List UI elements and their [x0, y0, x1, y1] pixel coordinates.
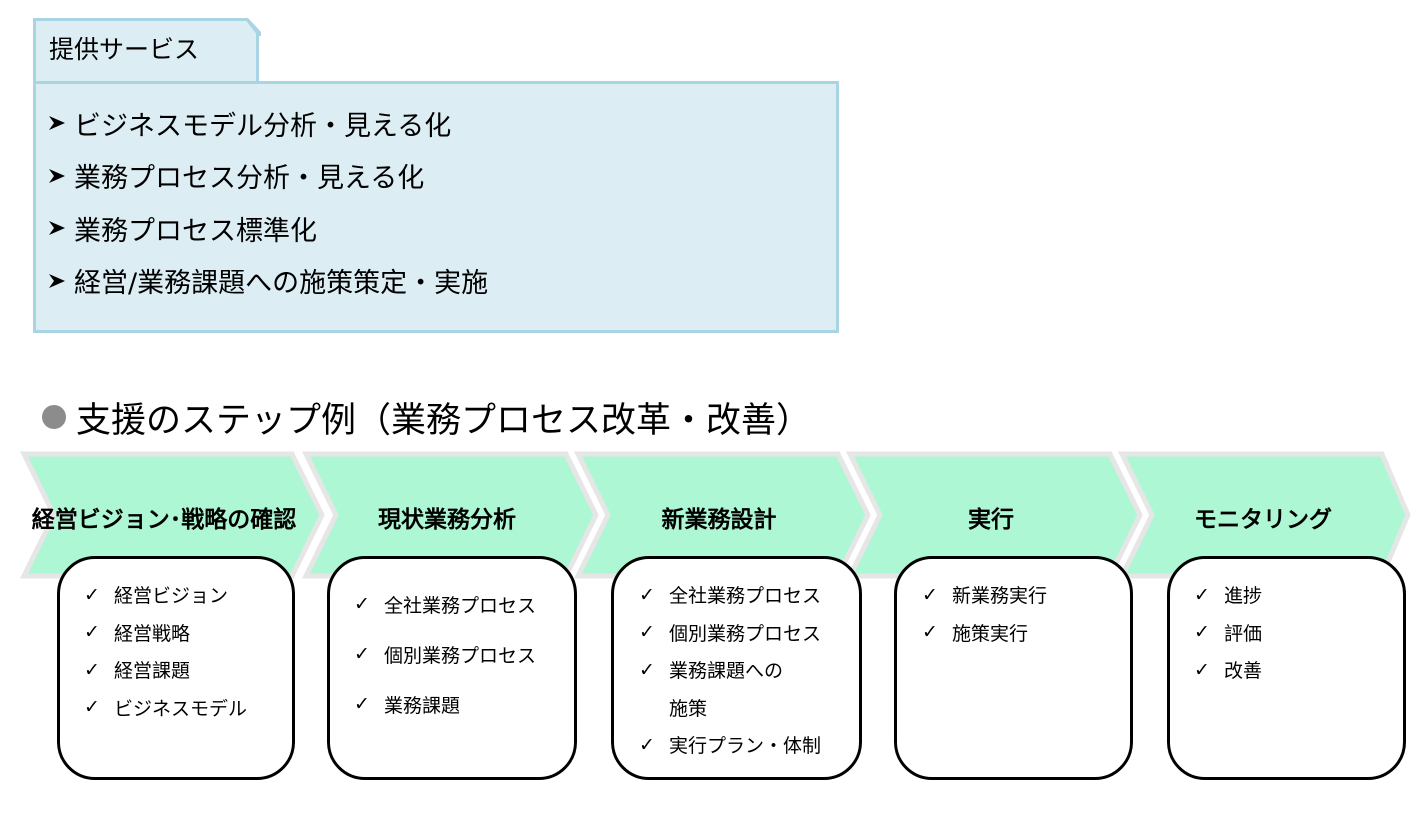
services-list: ビジネスモデル分析・見える化 業務プロセス分析・見える化 業務プロセス標準化 経… — [48, 97, 488, 307]
services-tab — [33, 18, 259, 82]
check-mark-icon: ✓ — [354, 593, 370, 615]
list-item: ✓個別業務プロセス — [639, 621, 822, 645]
steps-heading: 支援のステップ例（業務プロセス改革・改善） — [42, 392, 811, 442]
list-item: ✓実行プラン・体制 — [639, 733, 822, 758]
list-item: ✓全社業務プロセス — [354, 593, 537, 617]
list-item: ✓全社業務プロセス — [639, 583, 822, 608]
check-mark-icon: ✓ — [354, 643, 370, 665]
check-mark-icon: ✓ — [354, 693, 370, 715]
service-item-label: ビジネスモデル分析・見える化 — [74, 110, 452, 142]
step-detail-box — [327, 556, 577, 780]
tab-corner-fold — [244, 18, 261, 36]
right-arrowhead-icon — [49, 221, 65, 236]
list-item: ✓改善 — [1194, 658, 1263, 683]
process-chevrons — [19, 451, 1411, 579]
check-mark-icon: ✓ — [84, 621, 100, 644]
step-detail-box — [57, 556, 295, 780]
service-item-label: 業務プロセス分析・見える化 — [74, 163, 425, 195]
step-title: 現状業務分析 — [378, 507, 516, 533]
list-item: ✓経営ビジョン — [84, 583, 229, 608]
check-mark-icon: ✓ — [922, 621, 938, 644]
list-item: ✓経営課題 — [84, 658, 191, 683]
check-mark-icon: ✓ — [639, 733, 655, 756]
chevron-step-1 — [19, 451, 325, 579]
list-item-continuation: 施策 — [669, 697, 708, 720]
check-mark-icon: ✓ — [639, 583, 655, 606]
list-item: ✓ビジネスモデル — [84, 696, 248, 720]
service-item: ビジネスモデル分析・見える化 — [48, 97, 488, 150]
step-title: 新業務設計 — [661, 507, 777, 533]
right-arrowhead-icon — [49, 168, 65, 183]
step-title: 実行 — [968, 507, 1014, 533]
service-item: 経営/業務課題への施策策定・実施 — [48, 255, 488, 308]
step-detail-list: ✓全社業務プロセス ✓個別業務プロセス ✓業務課題への 施策 ✓実行プラン・体制 — [639, 576, 821, 764]
step-detail-list: ✓新業務実行 ✓施策実行 — [922, 576, 1047, 651]
step-title: 経営ビジョン･戦略の確認 — [31, 507, 297, 533]
check-mark-icon: ✓ — [1194, 658, 1210, 681]
services-tab-label: 提供サービス — [49, 35, 200, 64]
list-item: ✓施策実行 — [922, 621, 1029, 645]
service-item: 業務プロセス標準化 — [48, 202, 488, 255]
list-item: ✓新業務実行 — [922, 583, 1048, 608]
list-item: ✓個別業務プロセス — [354, 643, 537, 667]
step-detail-box — [894, 556, 1133, 780]
services-panel — [33, 81, 839, 333]
list-item: ✓経営戦略 — [84, 621, 191, 645]
list-item: ✓業務課題への — [639, 658, 784, 683]
filled-circle-icon — [42, 405, 66, 429]
list-item: ✓進捗 — [1194, 583, 1263, 608]
list-item: ✓業務課題 — [354, 693, 461, 717]
list-item: ✓評価 — [1194, 621, 1263, 645]
service-item: 業務プロセス分析・見える化 — [48, 150, 488, 203]
step-detail-list: ✓全社業務プロセス ✓個別業務プロセス ✓業務課題 — [354, 579, 536, 729]
right-arrowhead-icon — [49, 116, 65, 131]
check-mark-icon: ✓ — [639, 658, 655, 681]
check-mark-icon: ✓ — [84, 696, 100, 719]
check-mark-icon: ✓ — [84, 658, 100, 681]
check-mark-icon: ✓ — [1194, 621, 1210, 644]
step-detail-list: ✓経営ビジョン ✓経営戦略 ✓経営課題 ✓ビジネスモデル — [84, 576, 247, 726]
steps-heading-text: 支援のステップ例（業務プロセス改革・改善） — [76, 400, 812, 441]
check-mark-icon: ✓ — [922, 583, 938, 606]
step-detail-box — [1167, 556, 1406, 780]
check-mark-icon: ✓ — [639, 621, 655, 644]
step-detail-list: ✓進捗 ✓評価 ✓改善 — [1194, 576, 1262, 689]
service-item-label: 業務プロセス標準化 — [74, 215, 317, 247]
check-mark-icon: ✓ — [1194, 583, 1210, 606]
service-item-label: 経営/業務課題への施策策定・実施 — [74, 268, 489, 300]
step-detail-box — [611, 556, 862, 780]
check-mark-icon: ✓ — [84, 583, 100, 606]
step-title: モニタリング — [1194, 507, 1332, 533]
right-arrowhead-icon — [49, 273, 65, 288]
